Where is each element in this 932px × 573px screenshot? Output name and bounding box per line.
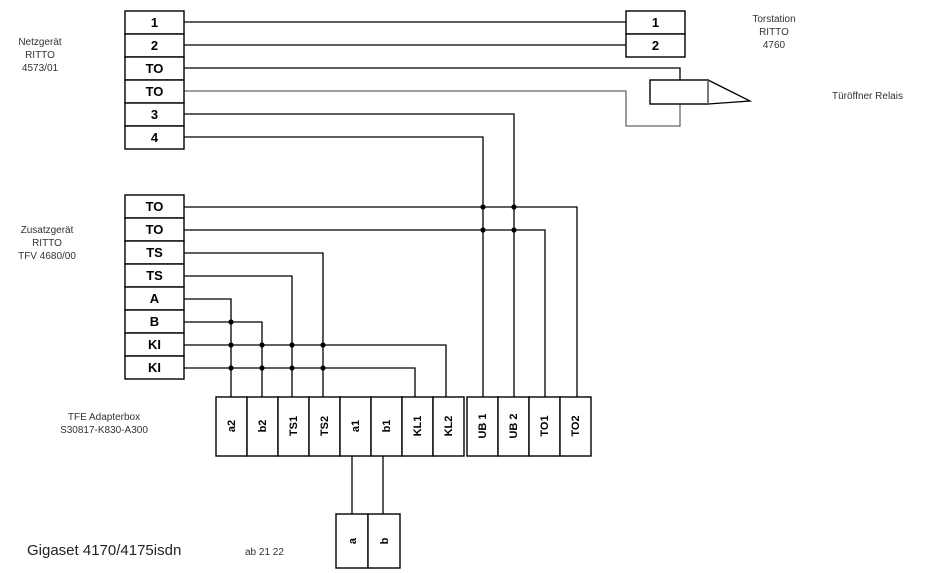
zusatzgeraet-caption: Zusatzgerät RITTO TFV 4680/00 xyxy=(18,225,76,262)
crossing-dot xyxy=(480,227,486,233)
terminal-label: a xyxy=(347,537,359,544)
torstation-brand: RITTO xyxy=(759,27,789,38)
terminal-label: a2 xyxy=(226,420,238,432)
crossing-dot xyxy=(289,342,295,348)
terminal-label: TO1 xyxy=(539,415,551,436)
netzgeraet-model: 4573/01 xyxy=(22,63,59,74)
terminal-label: b1 xyxy=(381,420,393,433)
crossing-dot xyxy=(259,365,265,371)
terminal-label: TS2 xyxy=(319,416,331,436)
terminal-label: 2 xyxy=(652,38,659,53)
zusatzgeraet-name: Zusatzgerät xyxy=(21,225,74,236)
torstation-name: Torstation xyxy=(752,14,795,25)
phone-port: ab 21 22 xyxy=(245,547,284,558)
crossing-dot xyxy=(228,319,234,325)
wire-nto1-relay xyxy=(184,67,681,80)
terminal-label: TS xyxy=(146,245,163,260)
adapter-terminal-block: a2 b2 TS1 TS2 a1 b1 KL1 KL2 UB 1 UB 2 TO… xyxy=(215,396,592,457)
adapter-terminal xyxy=(370,396,403,457)
crossing-dot xyxy=(259,342,265,348)
terminal-label: TS1 xyxy=(288,416,300,436)
relay-contact xyxy=(707,79,753,105)
adapter-terminal xyxy=(246,396,279,457)
relay-label: Türöffner Relais xyxy=(832,91,903,102)
zusatzgeraet-brand: RITTO xyxy=(32,238,62,249)
terminal-label: TO xyxy=(146,84,164,99)
wire-zki2-kl1 xyxy=(184,367,416,397)
terminal-label: 4 xyxy=(151,130,159,145)
adapter-terminal xyxy=(401,396,434,457)
crossing-dot xyxy=(289,365,295,371)
crossing-dot xyxy=(480,204,486,210)
crossing-dot xyxy=(228,365,234,371)
terminal-label: TO xyxy=(146,61,164,76)
terminal-label: TS xyxy=(146,268,163,283)
relay-body xyxy=(649,79,709,105)
crossing-dot xyxy=(511,204,517,210)
crossing-dot xyxy=(228,342,234,348)
adapter-terminal xyxy=(339,396,372,457)
crossing-dot xyxy=(320,365,326,371)
phone-terminal xyxy=(335,513,369,569)
adapter-name: TFE Adapterbox xyxy=(68,412,140,423)
netzgeraet-terminal xyxy=(124,125,185,150)
terminal-label: B xyxy=(150,314,159,329)
netzgeraet-terminal-block: 1 2 TO TO 3 4 xyxy=(124,10,185,150)
wire-n4-ub1 xyxy=(184,136,484,397)
terminal-label: 2 xyxy=(151,38,158,53)
adapter-part-number: S30817-K830-A300 xyxy=(60,425,148,436)
wire-crossings xyxy=(228,204,517,371)
wire-zb-b2 xyxy=(184,321,263,397)
netzgeraet-name: Netzgerät xyxy=(18,37,62,48)
terminal-label: UB 2 xyxy=(508,413,520,438)
adapter-terminal xyxy=(497,396,530,457)
terminal-label: A xyxy=(150,291,160,306)
wire-zto1-to2 xyxy=(184,206,578,397)
wire-nto2-relay xyxy=(184,90,681,127)
terminal-label: a1 xyxy=(350,420,362,432)
terminal-label: TO xyxy=(146,199,164,214)
zusatzgeraet-terminal-block: TO TO TS TS A B KI KI xyxy=(124,194,185,380)
terminal-label: KI xyxy=(148,360,161,375)
adapter-caption: TFE Adapterbox S30817-K830-A300 xyxy=(60,412,148,436)
adapter-terminal xyxy=(432,396,465,457)
terminal-label: b2 xyxy=(257,420,269,433)
phone-terminal-block: a b xyxy=(335,513,401,569)
wire-za-a2 xyxy=(184,298,232,397)
door-opener-relay xyxy=(649,79,753,105)
torstation-terminal-block: 1 2 xyxy=(625,10,686,58)
wires xyxy=(184,21,681,514)
terminal-label: KL1 xyxy=(412,416,424,437)
torstation-caption: Torstation RITTO 4760 xyxy=(752,14,795,51)
crossing-dot xyxy=(511,227,517,233)
zusatzgeraet-model: TFV 4680/00 xyxy=(18,251,76,262)
wire-zto2-to1 xyxy=(184,229,546,397)
adapter-terminal xyxy=(215,396,248,457)
wire-zts2-ts1 xyxy=(184,275,293,397)
terminal-label: KL2 xyxy=(443,416,455,437)
zusatzgeraet-terminal xyxy=(124,355,185,380)
wire-zki1-kl2 xyxy=(184,344,447,397)
wire-zts1-ts2 xyxy=(184,252,324,397)
terminal-label: 1 xyxy=(151,15,158,30)
torstation-model: 4760 xyxy=(763,40,786,51)
terminal-label: KI xyxy=(148,337,161,352)
terminal-label: TO xyxy=(146,222,164,237)
phone-model: Gigaset 4170/4175isdn xyxy=(27,542,181,559)
phone-terminal xyxy=(367,513,401,569)
adapter-terminal xyxy=(308,396,341,457)
terminal-label: 3 xyxy=(151,107,158,122)
netzgeraet-brand: RITTO xyxy=(25,50,55,61)
terminal-label: TO2 xyxy=(570,415,582,436)
crossing-dot xyxy=(320,342,326,348)
wire-n3-ub2 xyxy=(184,113,515,397)
adapter-terminal xyxy=(559,396,592,457)
terminal-label: UB 1 xyxy=(477,413,489,438)
netzgeraet-caption: Netzgerät RITTO 4573/01 xyxy=(18,37,62,74)
terminal-label: 1 xyxy=(652,15,659,30)
terminal-label: b xyxy=(379,537,391,544)
torstation-terminal xyxy=(625,33,686,58)
